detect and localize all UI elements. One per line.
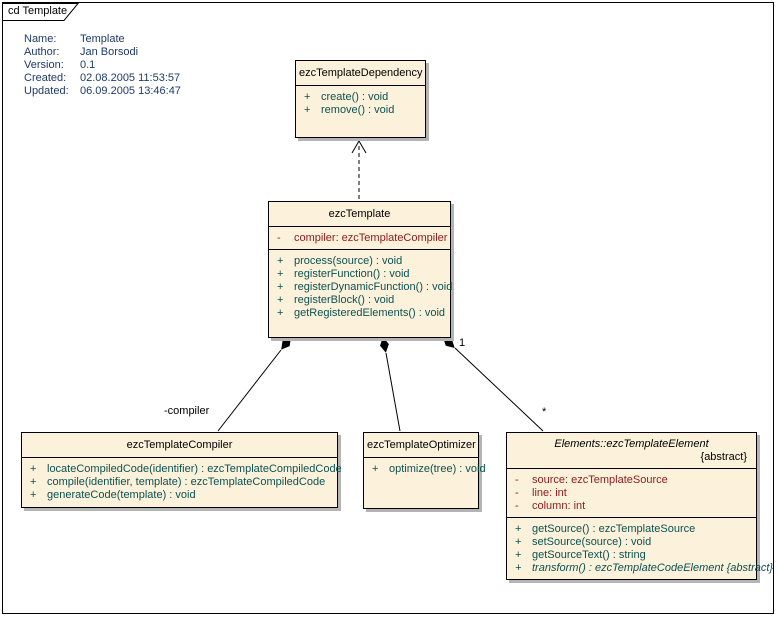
class-ezctemplateoptimizer[interactable]: ezcTemplateOptimizer +optimize(tree) : v… <box>363 432 486 509</box>
frame-tab-label: cd Template <box>8 5 68 17</box>
multiplicity-label-one: 1 <box>459 337 466 349</box>
class-ezctemplatedependency[interactable]: ezcTemplateDependency +create() : void+r… <box>295 60 426 138</box>
metadata-row: Version:0.1 <box>24 59 96 71</box>
operations-compartment: +optimize(tree) : void <box>364 457 486 508</box>
member-row: +generateCode(template) : void <box>30 489 196 501</box>
metadata-row: Created:02.08.2005 11:53:57 <box>24 72 181 84</box>
multiplicity-label-many: * <box>542 406 547 418</box>
member-row: +getSourceText() : string <box>515 549 646 561</box>
operations-compartment: +locateCompiledCode(identifier) : ezcTem… <box>22 457 342 507</box>
operations-compartment: +process(source) : void+registerFunction… <box>269 249 453 337</box>
operations-compartment: +create() : void+remove() : void <box>296 85 425 137</box>
member-row: -source: ezcTemplateSource <box>515 474 668 486</box>
class-name: Elements::ezcTemplateElement {abstract} <box>507 433 756 468</box>
member-row: +registerBlock() : void <box>277 294 395 306</box>
metadata-row: Name:Template <box>24 33 125 45</box>
diagram-frame <box>2 2 774 614</box>
member-row: +optimize(tree) : void <box>372 463 486 475</box>
member-row: +locateCompiledCode(identifier) : ezcTem… <box>30 463 342 475</box>
attributes-compartment: -compiler: ezcTemplateCompiler <box>269 226 450 249</box>
member-row: +getRegisteredElements() : void <box>277 307 446 319</box>
class-elements-ezctemplateelement[interactable]: Elements::ezcTemplateElement {abstract} … <box>506 432 774 580</box>
class-name: ezcTemplateDependency <box>299 67 423 79</box>
attributes-compartment: -source: ezcTemplateSource-line: int-col… <box>507 468 756 517</box>
abstract-tag: {abstract} <box>700 451 747 463</box>
member-row: +getSource() : ezcTemplateSource <box>515 523 696 535</box>
member-row: +create() : void <box>304 91 389 103</box>
class-name: ezcTemplate <box>328 208 391 220</box>
member-row: +transform() : ezcTemplateCodeElement {a… <box>515 562 774 574</box>
member-row: +registerDynamicFunction() : void <box>277 281 453 293</box>
metadata-row: Author:Jan Borsodi <box>24 46 139 58</box>
diagram-metadata: Name:Template Author:Jan Borsodi Version… <box>24 33 181 98</box>
member-row: +compile(identifier, template) : ezcTemp… <box>30 476 326 488</box>
operations-compartment: +getSource() : ezcTemplateSource+setSour… <box>507 517 774 579</box>
class-name: ezcTemplateOptimizer <box>367 439 476 451</box>
class-ezctemplate[interactable]: ezcTemplate -compiler: ezcTemplateCompil… <box>268 201 453 338</box>
member-row: -compiler: ezcTemplateCompiler <box>277 232 448 244</box>
member-row: -column: int <box>515 500 586 512</box>
class-name: ezcTemplateCompiler <box>126 439 233 451</box>
member-row: +setSource(source) : void <box>515 536 652 548</box>
member-row: +process(source) : void <box>277 255 403 267</box>
member-row: +registerFunction() : void <box>277 268 410 280</box>
metadata-row: Updated:06.09.2005 13:46:47 <box>24 85 181 97</box>
role-label-compiler: -compiler <box>164 405 210 417</box>
member-row: +remove() : void <box>304 104 395 116</box>
member-row: -line: int <box>515 487 567 499</box>
class-ezctemplatecompiler[interactable]: ezcTemplateCompiler +locateCompiledCode(… <box>21 432 342 508</box>
